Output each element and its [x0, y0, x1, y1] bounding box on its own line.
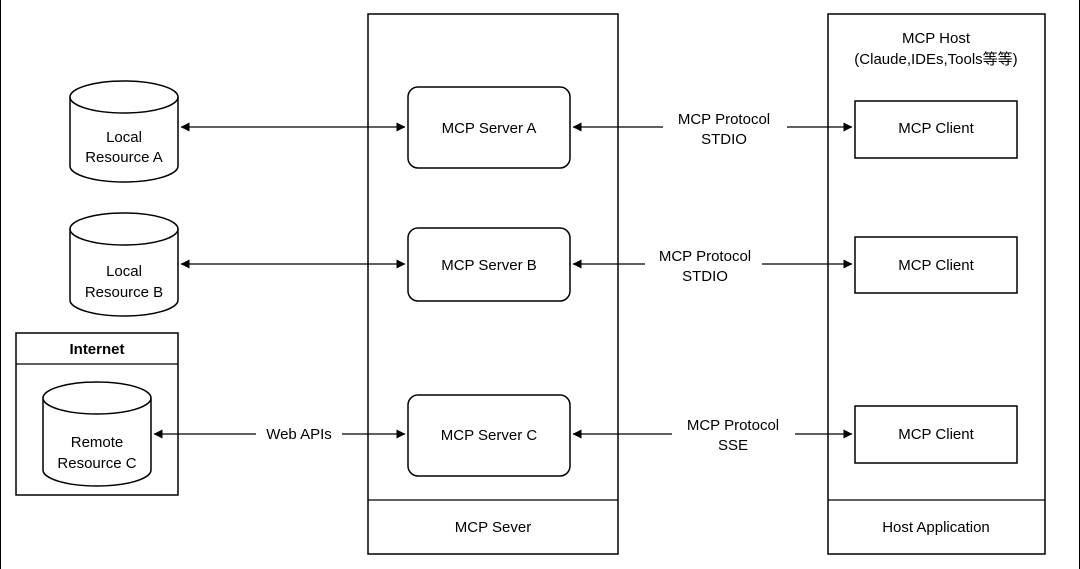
mcp-server-c-box[interactable]	[407, 394, 571, 477]
mcp-client-a-box[interactable]	[854, 100, 1018, 159]
mcp-client-b[interactable]: MCP Client	[854, 236, 1018, 294]
mcp-server-panel-footer: MCP Sever	[455, 519, 531, 536]
local-resource-a-line1: Local	[106, 129, 142, 146]
local-resource-a-body[interactable]	[69, 97, 179, 183]
remote-resource-c-line1: Remote	[71, 434, 124, 451]
mcp-host-title-line2: (Claude,IDEs,Tools等等)	[854, 50, 1017, 68]
protocol-c-line1: MCP Protocol	[687, 417, 779, 434]
mcp-host-panel-footer: Host Application	[882, 519, 990, 536]
mcp-server-b-label: MCP Server B	[441, 257, 537, 274]
local-resource-b[interactable]: Local Resource B	[69, 212, 179, 317]
local-resource-b-top	[69, 212, 179, 246]
mcp-host-title-line1: MCP Host	[902, 30, 971, 47]
internet-box-title: Internet	[69, 341, 124, 358]
mcp-client-a[interactable]: MCP Client	[854, 100, 1018, 159]
mcp-client-c-box[interactable]	[854, 405, 1018, 464]
protocol-c-line2: SSE	[718, 437, 748, 454]
mcp-server-a[interactable]: MCP Server A	[407, 86, 571, 169]
mcp-server-c[interactable]: MCP Server C	[407, 394, 571, 477]
remote-resource-c[interactable]: Remote Resource C	[42, 381, 152, 487]
local-resource-b-line2: Resource B	[85, 284, 163, 301]
mcp-server-b[interactable]: MCP Server B	[407, 227, 571, 302]
mcp-client-b-box[interactable]	[854, 236, 1018, 294]
mcp-server-a-label: MCP Server A	[442, 120, 537, 137]
remote-resource-c-top	[42, 381, 152, 415]
local-resource-b-line1: Local	[106, 263, 142, 280]
protocol-a-line2: STDIO	[701, 131, 747, 148]
local-resource-b-body[interactable]	[69, 229, 179, 317]
mcp-server-c-label: MCP Server C	[441, 427, 538, 444]
web-apis-label: Web APIs	[266, 426, 332, 443]
mcp-client-b-label: MCP Client	[898, 257, 974, 274]
mcp-client-c-label: MCP Client	[898, 426, 974, 443]
local-resource-a-top	[69, 80, 179, 114]
protocol-b-line1: MCP Protocol	[659, 248, 751, 265]
local-resource-a[interactable]: Local Resource A	[69, 80, 179, 183]
mcp-client-a-label: MCP Client	[898, 120, 974, 137]
remote-resource-c-line2: Resource C	[57, 455, 136, 472]
mcp-server-b-box[interactable]	[407, 227, 571, 302]
mcp-server-a-box[interactable]	[407, 86, 571, 169]
protocol-b-line2: STDIO	[682, 268, 728, 285]
local-resource-a-line2: Resource A	[85, 149, 163, 166]
remote-resource-c-body[interactable]	[42, 398, 152, 487]
protocol-a-line1: MCP Protocol	[678, 111, 770, 128]
mcp-client-c[interactable]: MCP Client	[854, 405, 1018, 464]
